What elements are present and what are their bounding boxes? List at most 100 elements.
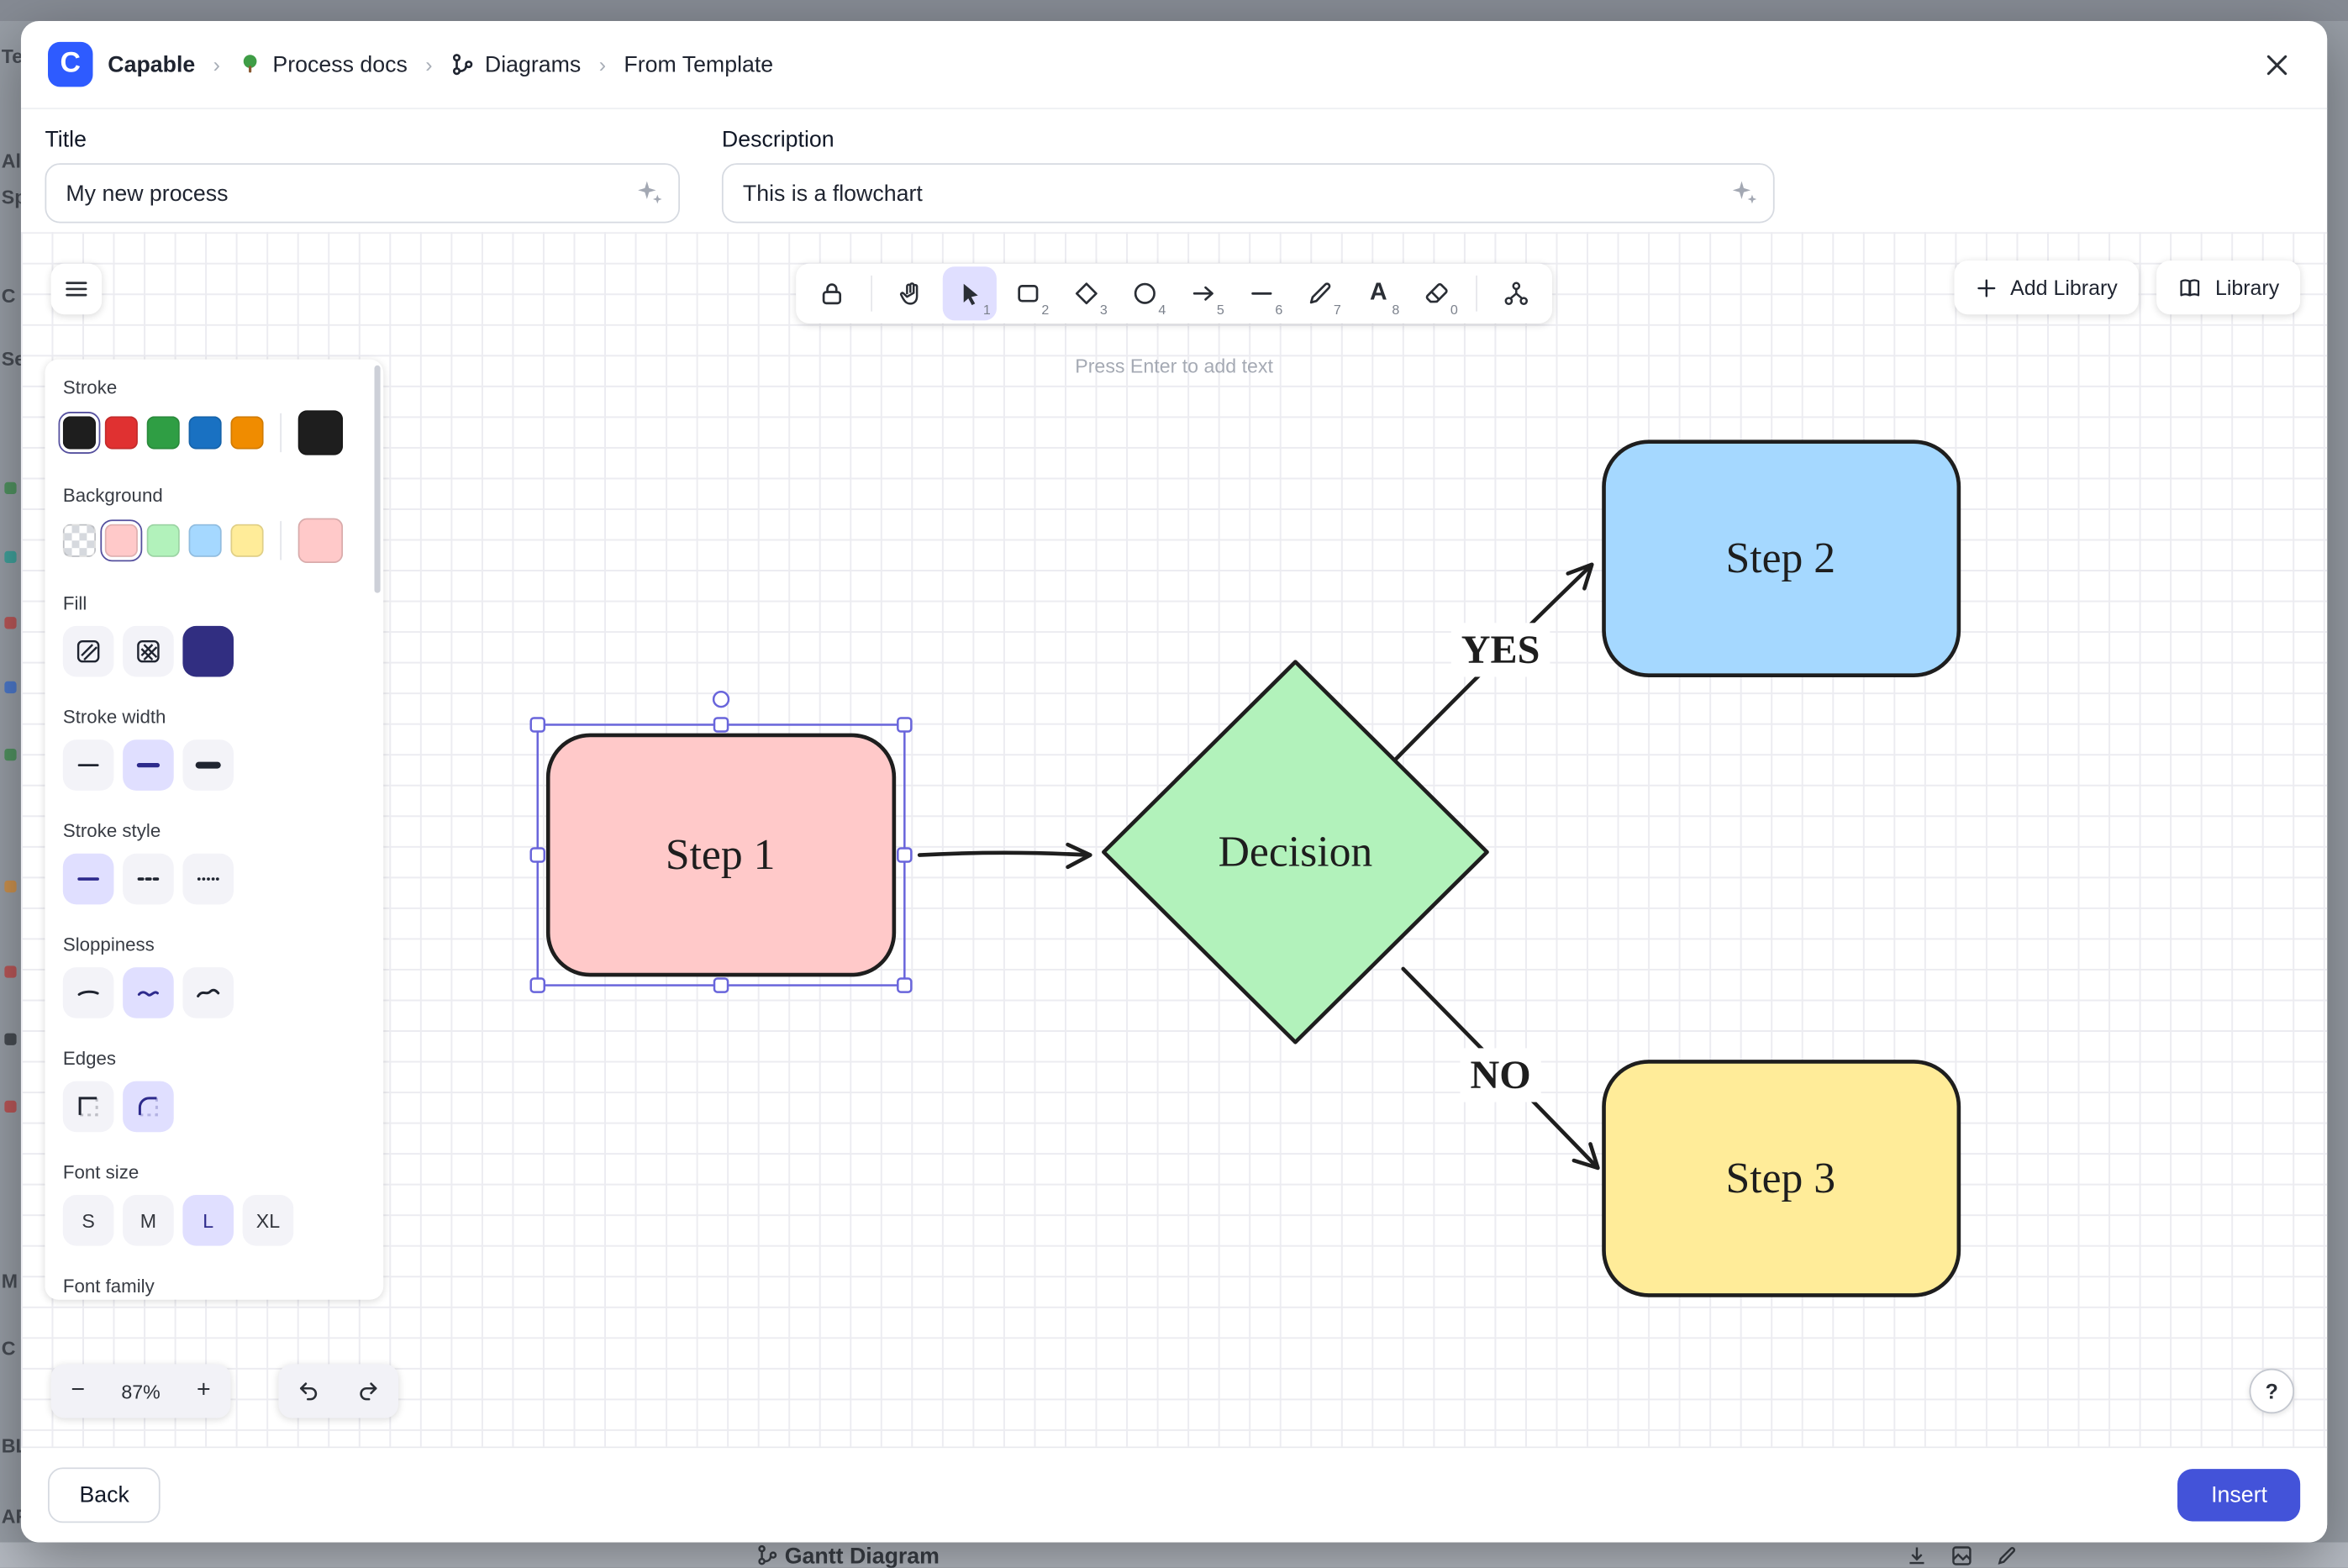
font-size-s-button[interactable]: S <box>62 1195 114 1246</box>
lock-tool-button[interactable] <box>805 266 859 320</box>
tool-shortcut: 6 <box>1275 302 1283 318</box>
background-icon <box>4 1100 17 1113</box>
tool-shortcut: 0 <box>1450 302 1458 318</box>
background-color-swatch-transparent[interactable] <box>62 524 97 557</box>
undo-button[interactable] <box>278 1364 338 1418</box>
arrow-tool-button[interactable]: 5 <box>1177 266 1230 320</box>
ellipse-tool-button[interactable]: 4 <box>1118 266 1171 320</box>
background-edit-icon <box>1995 1544 2019 1568</box>
node-step-3[interactable] <box>1602 1060 1961 1297</box>
font-size-l-button[interactable]: L <box>182 1195 234 1246</box>
background-color-swatch[interactable] <box>230 524 264 557</box>
stroke-current-color[interactable] <box>297 410 344 455</box>
stroke-style-dotted-button[interactable] <box>182 853 234 905</box>
close-button[interactable] <box>2254 41 2300 87</box>
sloppiness-artist-button[interactable] <box>123 967 174 1018</box>
diagram-icon <box>452 54 472 76</box>
background-image-icon <box>1950 1544 1974 1568</box>
breadcrumb-diagrams[interactable]: Diagrams <box>450 51 581 77</box>
breadcrumb-label: Process docs <box>272 51 408 77</box>
fill-crosshatch-button[interactable] <box>123 625 174 677</box>
description-input[interactable] <box>721 163 1775 224</box>
line-tool-button[interactable]: 6 <box>1235 266 1288 320</box>
zoom-in-button[interactable]: + <box>176 1364 230 1418</box>
redo-button[interactable] <box>339 1364 398 1418</box>
edges-sharp-button[interactable] <box>62 1081 114 1133</box>
stroke-width-thin-button[interactable] <box>62 739 114 791</box>
fill-section: Fill <box>62 592 366 677</box>
insert-button[interactable]: Insert <box>2177 1469 2301 1522</box>
hand-tool-button[interactable] <box>884 266 938 320</box>
background-section-label: Background <box>62 485 163 507</box>
stroke-width-extrabold-button[interactable] <box>182 739 234 791</box>
node-label: Step 2 <box>1726 534 1836 582</box>
stroke-style-solid-button[interactable] <box>62 853 114 905</box>
node-step-2[interactable] <box>1602 439 1961 677</box>
background-color-swatch[interactable] <box>188 524 222 557</box>
background-color-swatch[interactable] <box>146 524 180 557</box>
edge-step1-decision[interactable] <box>917 850 1090 857</box>
background-color-swatch[interactable] <box>100 519 143 562</box>
ai-sparkle-icon[interactable] <box>635 178 666 208</box>
eraser-tool-button[interactable]: 0 <box>1410 266 1464 320</box>
canvas-hint-text: Press Enter to add text <box>1075 355 1273 378</box>
node-step-1[interactable] <box>545 733 897 977</box>
toolbar-divider <box>871 275 873 312</box>
font-size-m-button[interactable]: M <box>123 1195 174 1246</box>
sloppiness-cartoonist-button[interactable] <box>182 967 234 1018</box>
breadcrumb-process-docs[interactable]: Process docs <box>238 51 408 77</box>
font-size-label: S <box>82 1208 95 1232</box>
fill-section-label: Fill <box>62 592 87 614</box>
arrowhead-icon <box>1566 562 1594 591</box>
stroke-color-swatch[interactable] <box>58 412 101 454</box>
edges-section: Edges <box>62 1048 366 1133</box>
panel-scrollbar[interactable] <box>374 365 381 593</box>
draw-tool-button[interactable]: 7 <box>1293 266 1347 320</box>
stroke-color-swatch[interactable] <box>230 416 264 450</box>
stroke-style-dashed-button[interactable] <box>123 853 174 905</box>
fill-solid-button[interactable] <box>182 625 234 677</box>
tree-icon <box>243 55 257 73</box>
font-size-section-label: Font size <box>62 1161 140 1183</box>
diamond-tool-button[interactable]: 3 <box>1060 266 1113 320</box>
stroke-width-section: Stroke width <box>62 707 366 791</box>
help-button[interactable]: ? <box>2249 1368 2295 1414</box>
text-tool-button[interactable]: A 8 <box>1351 266 1405 320</box>
sloppiness-architect-button[interactable] <box>62 967 114 1018</box>
menu-button[interactable] <box>50 263 103 315</box>
background-icon <box>4 681 17 694</box>
node-label: Decision <box>1219 828 1373 876</box>
swatch-divider <box>280 521 282 560</box>
node-label: Step 3 <box>1726 1155 1836 1202</box>
title-input[interactable] <box>45 163 681 224</box>
text-icon: A <box>1370 280 1387 306</box>
zoom-level[interactable]: 87% <box>121 1380 161 1402</box>
stroke-color-swatch[interactable] <box>104 416 138 450</box>
background-bottom-strip: Gantt Diagram <box>0 1542 2348 1568</box>
background-top-strip <box>0 0 2348 21</box>
zoom-out-button[interactable]: − <box>51 1364 105 1418</box>
library-button[interactable]: Library <box>2156 260 2301 315</box>
edges-round-button[interactable] <box>123 1081 174 1133</box>
stroke-width-bold-button[interactable] <box>123 739 174 791</box>
rectangle-tool-button[interactable]: 2 <box>1001 266 1055 320</box>
shapes-tool-button[interactable] <box>1489 266 1543 320</box>
font-size-label: M <box>140 1208 157 1232</box>
background-current-color[interactable] <box>297 518 344 564</box>
drawing-canvas[interactable]: Step 2 Decision Step 3 Step 1 YES NO <box>20 232 2328 1447</box>
font-size-xl-button[interactable]: XL <box>242 1195 294 1246</box>
selection-tool-button[interactable]: 1 <box>942 266 997 321</box>
ai-sparkle-icon[interactable] <box>1729 178 1760 208</box>
stroke-color-swatch[interactable] <box>188 416 222 450</box>
line-icon <box>1251 292 1272 295</box>
sharp-corner-icon <box>78 1097 98 1117</box>
selection-handles[interactable] <box>529 691 913 993</box>
back-button[interactable]: Back <box>48 1467 161 1523</box>
fill-hachure-button[interactable] <box>62 625 114 677</box>
background-list-item: Gantt Diagram <box>784 1544 940 1568</box>
add-library-button[interactable]: Add Library <box>1955 260 2139 315</box>
node-decision[interactable] <box>1102 660 1489 1044</box>
stroke-color-swatch[interactable] <box>146 416 180 450</box>
breadcrumb-capable[interactable]: Capable <box>108 51 196 77</box>
